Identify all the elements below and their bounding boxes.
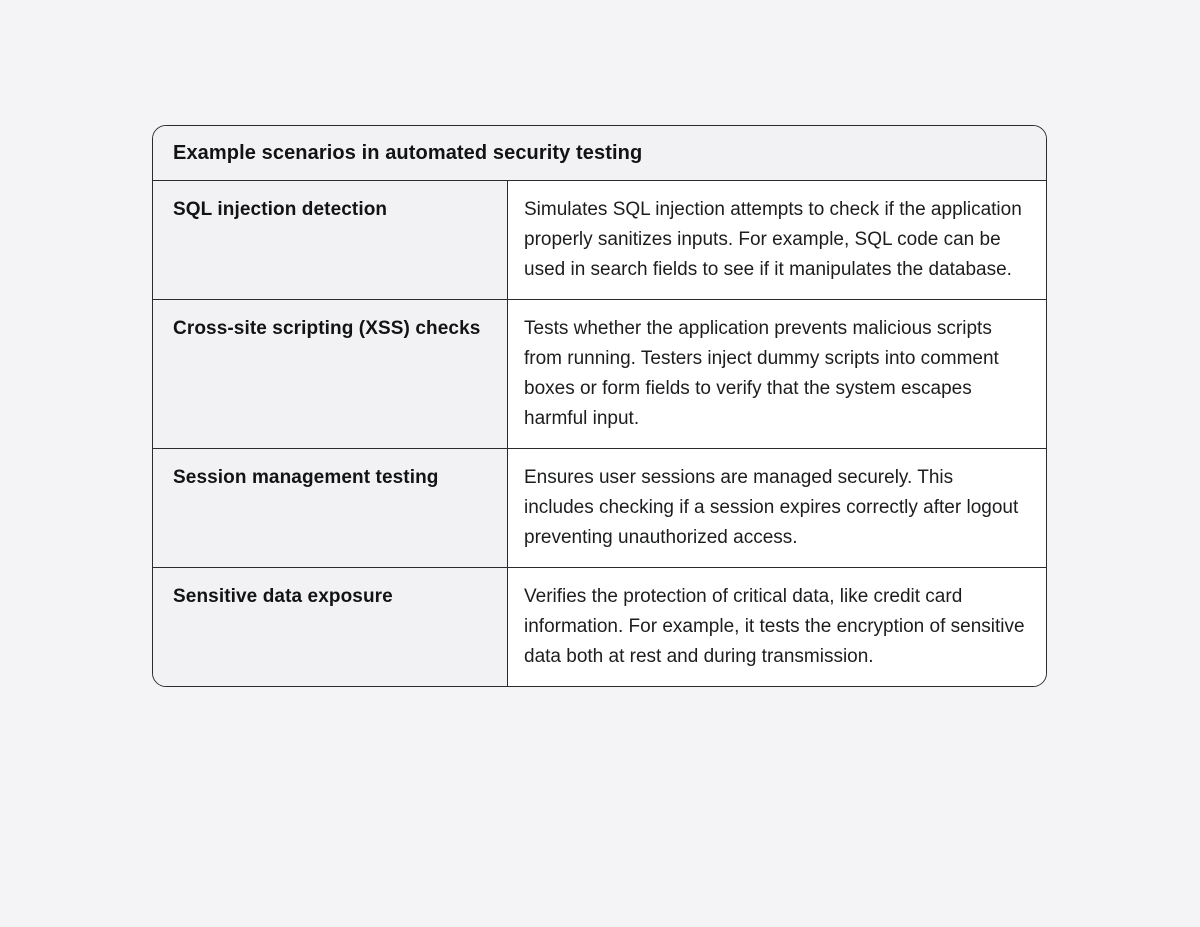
table-row: Session management testing Ensures user …: [153, 448, 1046, 567]
scenario-label: Cross-site scripting (XSS) checks: [153, 300, 507, 448]
table-title: Example scenarios in automated security …: [153, 126, 1046, 180]
scenario-description: Tests whether the application prevents m…: [507, 300, 1046, 448]
scenario-label: SQL injection detection: [153, 181, 507, 299]
scenario-description: Simulates SQL injection attempts to chec…: [507, 181, 1046, 299]
table-body: SQL injection detection Simulates SQL in…: [153, 180, 1046, 686]
scenario-label: Session management testing: [153, 449, 507, 567]
table-row: Cross-site scripting (XSS) checks Tests …: [153, 299, 1046, 448]
table-row: SQL injection detection Simulates SQL in…: [153, 180, 1046, 299]
table-row: Sensitive data exposure Verifies the pro…: [153, 567, 1046, 686]
security-testing-table: Example scenarios in automated security …: [152, 125, 1047, 687]
scenario-description: Verifies the protection of critical data…: [507, 568, 1046, 686]
scenario-description: Ensures user sessions are managed secure…: [507, 449, 1046, 567]
scenario-label: Sensitive data exposure: [153, 568, 507, 686]
